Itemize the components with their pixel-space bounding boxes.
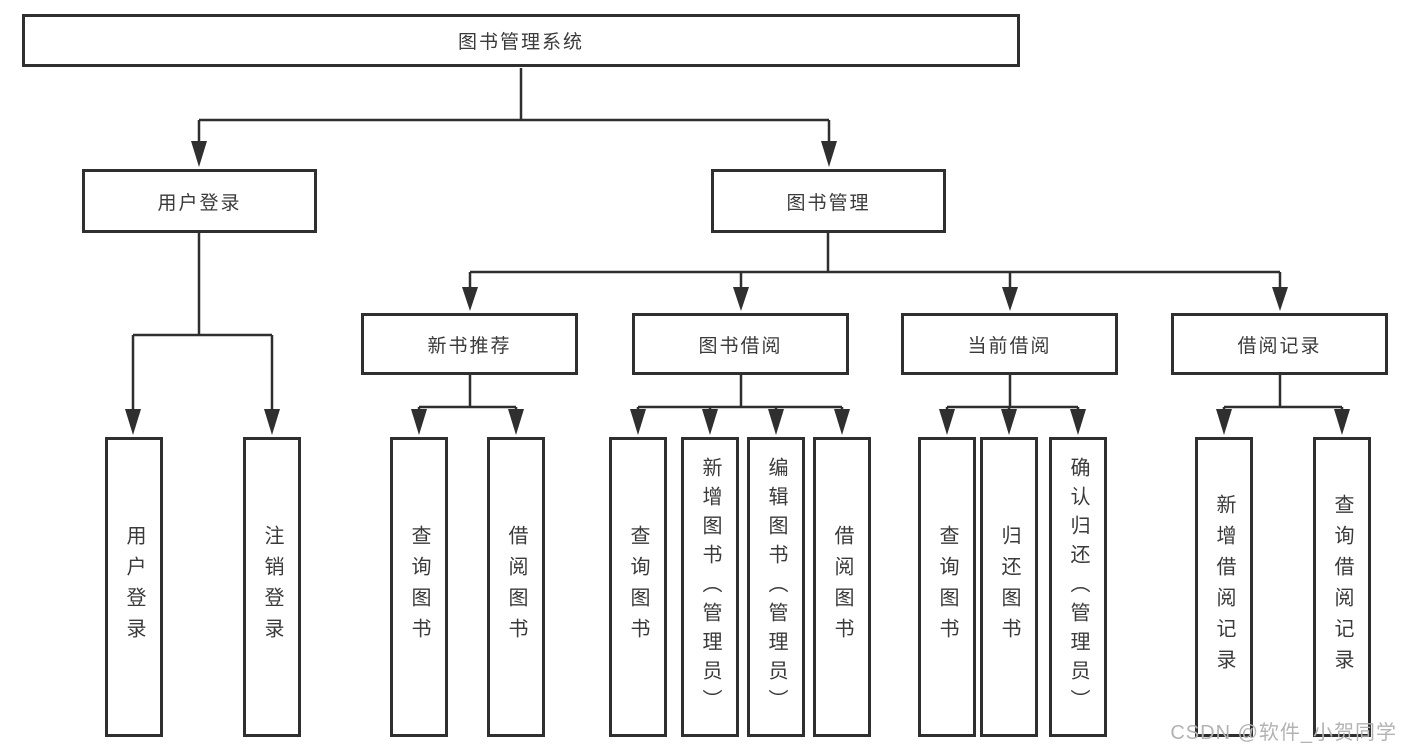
leaf-return-book-label: 归还图书: [998, 525, 1020, 649]
connector-current-borrow-to-leaves: [945, 375, 1080, 414]
leaf-user-login: 用户登录: [105, 437, 163, 737]
node-current-borrow-label: 当前借阅: [967, 335, 1052, 357]
leaf-logout-label: 注销登录: [261, 525, 283, 649]
connector-user-login-to-leaves: [131, 233, 274, 413]
leaf-add-book-admin-label: 新增图书（管理员）: [699, 456, 721, 718]
node-current-borrow: 当前借阅: [901, 313, 1118, 375]
node-book-borrow-label: 图书借阅: [698, 335, 783, 357]
leaf-edit-book-admin-label: 编辑图书（管理员）: [765, 456, 787, 718]
leaf-return-book: 归还图书: [980, 437, 1038, 737]
leaf-confirm-return-admin-label: 确认归还（管理员）: [1067, 456, 1089, 718]
leaf-borrow-books-label: 借阅图书: [831, 525, 853, 649]
connector-book-mgmt-to-level3: [468, 233, 1282, 289]
leaf-add-borrow-record: 新增借阅记录: [1195, 437, 1253, 737]
leaf-query-books-recommend: 查询图书: [390, 437, 448, 737]
connector-new-book-to-leaves: [417, 375, 518, 414]
connector-borrow-records-to-leaves: [1222, 375, 1344, 414]
leaf-query-borrow-record: 查询借阅记录: [1313, 437, 1371, 737]
node-user-login: 用户登录: [82, 169, 317, 233]
leaf-query-books-borrow-label: 查询图书: [627, 525, 649, 649]
connector-root-to-level2: [197, 68, 831, 144]
node-book-management-label: 图书管理: [786, 192, 871, 214]
leaf-borrow-books: 借阅图书: [813, 437, 871, 737]
leaf-borrow-books-recommend-label: 借阅图书: [505, 525, 527, 649]
leaf-confirm-return-admin: 确认归还（管理员）: [1049, 437, 1107, 737]
leaf-query-borrow-record-label: 查询借阅记录: [1331, 494, 1353, 680]
leaf-add-borrow-record-label: 新增借阅记录: [1213, 494, 1235, 680]
leaf-user-login-label: 用户登录: [123, 525, 145, 649]
csdn-watermark: CSDN @软件_小贺同学: [1170, 722, 1397, 744]
leaf-add-book-admin: 新增图书（管理员）: [681, 437, 739, 737]
node-book-borrow: 图书借阅: [632, 313, 849, 375]
node-borrow-records: 借阅记录: [1171, 313, 1388, 375]
leaf-borrow-books-recommend: 借阅图书: [487, 437, 545, 737]
leaf-edit-book-admin: 编辑图书（管理员）: [747, 437, 805, 737]
node-new-book-recommend-label: 新书推荐: [427, 335, 512, 357]
node-new-book-recommend: 新书推荐: [361, 313, 578, 375]
node-user-login-label: 用户登录: [157, 192, 242, 214]
leaf-query-books-current: 查询图书: [918, 437, 976, 737]
node-root-system: 图书管理系统: [22, 14, 1020, 67]
leaf-logout: 注销登录: [243, 437, 301, 737]
node-root-label: 图书管理系统: [457, 32, 584, 53]
node-borrow-records-label: 借阅记录: [1237, 335, 1322, 357]
arrowheads: [125, 141, 1350, 435]
connector-book-borrow-to-leaves: [636, 375, 844, 414]
leaf-query-books-recommend-label: 查询图书: [408, 525, 430, 649]
node-book-management: 图书管理: [711, 169, 946, 233]
leaf-query-books-current-label: 查询图书: [936, 525, 958, 649]
leaf-query-books-borrow: 查询图书: [609, 437, 667, 737]
